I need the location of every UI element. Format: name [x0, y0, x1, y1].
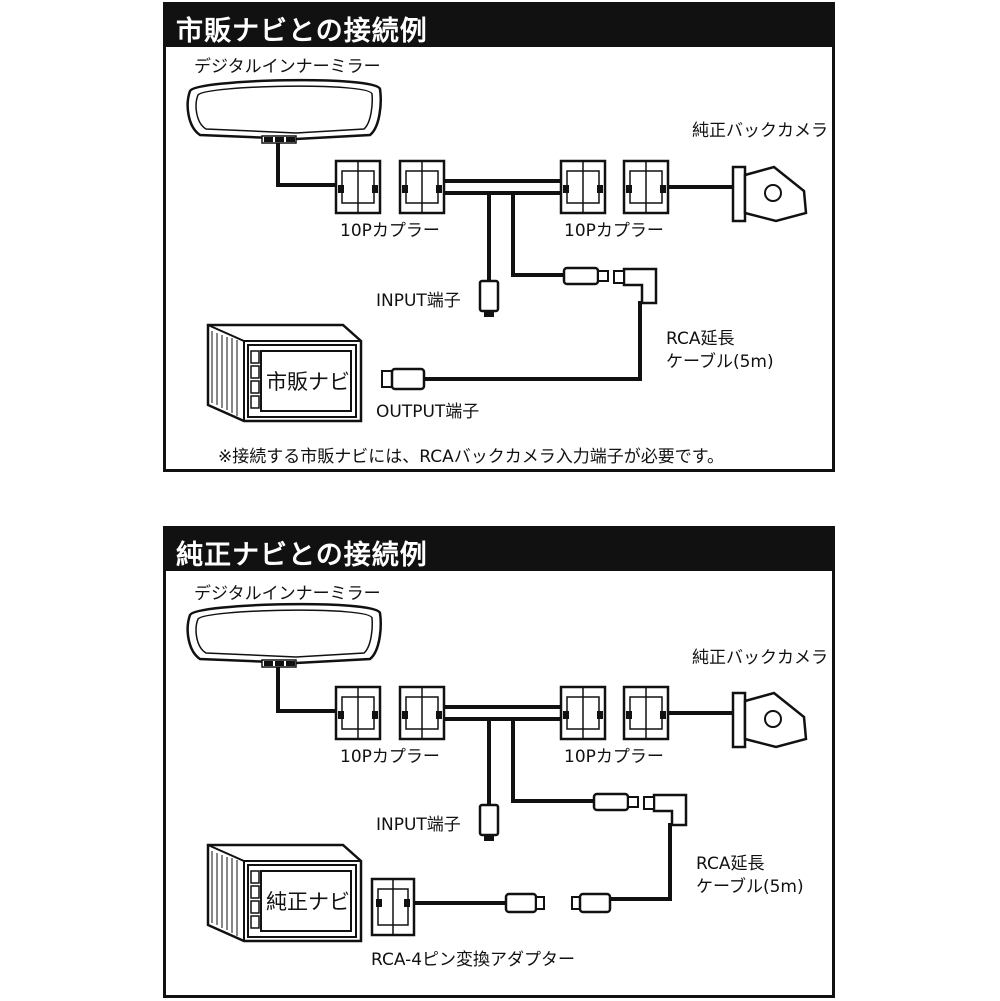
cables	[276, 667, 738, 905]
footnote: ※接続する市販ナビには、RCAバックカメラ入力端子が必要です。	[218, 447, 724, 467]
panel-header: 純正ナビとの接続例	[166, 529, 832, 571]
coupler-label-right: 10Pカプラー	[564, 747, 664, 767]
coupler-10p-d	[622, 159, 670, 215]
digital-inner-mirror	[186, 78, 382, 144]
rca-extension-label-2: ケーブル(5m)	[696, 876, 804, 897]
rca-extension-label-2: ケーブル(5m)	[666, 351, 774, 372]
navi-screen-label: 市販ナビ	[266, 370, 350, 394]
coupler-10p-c	[559, 685, 607, 741]
rca-extension-label-1: RCA延長	[696, 854, 764, 874]
wiring-diagram: デジタルインナーミラー	[186, 583, 828, 970]
coupler-10p-c	[559, 159, 607, 215]
output-terminal	[381, 367, 426, 391]
input-label: INPUT端子	[376, 291, 461, 311]
coupler-label-left: 10Pカプラー	[340, 747, 440, 767]
digital-inner-mirror	[186, 602, 382, 668]
rca-plug-angled	[643, 793, 688, 827]
diagram-oem-navi: 純正ナビとの接続例 デジタルインナーミラー	[163, 526, 835, 998]
navi-screen-label: 純正ナビ	[266, 890, 350, 914]
coupler-10p-a	[334, 159, 382, 215]
panel-title: 市販ナビとの接続例	[176, 16, 428, 47]
coupler-10p-b	[398, 159, 446, 215]
coupler-10p-d	[622, 685, 670, 741]
input-terminal	[478, 279, 500, 317]
back-camera	[731, 691, 808, 749]
extension-rca-plug	[571, 892, 612, 914]
aftermarket-navi-unit	[206, 323, 363, 423]
mirror-label: デジタルインナーミラー	[194, 56, 381, 77]
coupler-label-left: 10Pカプラー	[340, 221, 440, 241]
output-label: OUTPUT端子	[376, 402, 479, 422]
rca-plug-straight	[562, 266, 609, 286]
rca-plug-straight	[592, 792, 639, 812]
cables	[276, 143, 738, 381]
input-label: INPUT端子	[376, 815, 461, 835]
wiring-diagram: デジタルインナーミラー	[186, 56, 828, 467]
mirror-label: デジタルインナーミラー	[194, 583, 381, 604]
camera-label: 純正バックカメラ	[692, 121, 828, 141]
coupler-10p-a	[334, 685, 382, 741]
camera-label: 純正バックカメラ	[692, 648, 828, 668]
rca-extension-label-1: RCA延長	[666, 329, 734, 349]
adapter-rca-plug	[504, 892, 545, 914]
diagram-aftermarket-navi: 市販ナビとの接続例 デジタルインナーミラー	[163, 2, 835, 472]
input-terminal	[478, 803, 500, 841]
adapter-label: RCA-4ピン変換アダプター	[371, 950, 575, 970]
rca-4pin-adapter	[370, 877, 416, 937]
panel-title: 純正ナビとの接続例	[176, 540, 428, 571]
coupler-label-right: 10Pカプラー	[564, 221, 664, 241]
coupler-10p-b	[398, 685, 446, 741]
oem-navi-unit	[206, 843, 363, 943]
back-camera	[731, 165, 808, 223]
panel-header: 市販ナビとの接続例	[166, 5, 832, 47]
rca-plug-angled	[613, 267, 658, 305]
